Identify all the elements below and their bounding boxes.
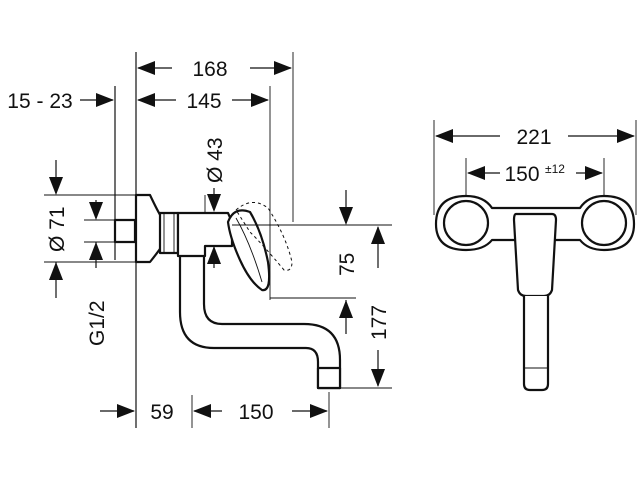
front-spout xyxy=(522,296,550,392)
dimension-15-23: 15 - 23 xyxy=(7,90,114,113)
dimension-145: 145 xyxy=(137,90,269,113)
left-flange xyxy=(442,199,490,247)
front-view: 221 150 ±12 xyxy=(433,120,637,392)
dimension-221: 221 xyxy=(435,126,635,149)
union-nut xyxy=(158,211,180,255)
dim-150-tolerance-label: ±12 xyxy=(545,162,565,176)
dim-150-reach-label: 150 xyxy=(238,401,273,424)
dim-15-23-label: 15 - 23 xyxy=(7,90,72,113)
right-flange xyxy=(580,199,628,247)
dim-168-label: 168 xyxy=(192,58,227,81)
dim-145-label: 145 xyxy=(186,90,221,113)
front-lever xyxy=(512,212,558,298)
dimension-75: 75 xyxy=(336,190,359,334)
dimension-59: 59 xyxy=(100,401,174,424)
dimension-150-reach: 150 xyxy=(193,401,328,424)
dimension-150-centers: 150 ±12 xyxy=(467,162,603,186)
dimension-dia-71: Ø 71 xyxy=(46,160,69,298)
dim-221-label: 221 xyxy=(516,126,551,149)
dimension-177: 177 xyxy=(368,226,391,387)
side-view: 168 145 15 - 23 Ø 43 xyxy=(7,52,392,428)
eccentric-connector xyxy=(113,218,137,244)
dimension-g12: G1/2 xyxy=(86,200,109,346)
dim-177-label: 177 xyxy=(368,305,391,340)
dim-59-label: 59 xyxy=(150,401,173,424)
dim-dia-43-label: Ø 43 xyxy=(204,137,227,183)
lever-detail xyxy=(235,217,263,283)
lever-handle xyxy=(226,209,271,292)
dimension-168: 168 xyxy=(137,58,292,81)
wall-flange xyxy=(134,193,164,264)
dimension-dia-43: Ø 43 xyxy=(204,137,227,268)
dim-g12-label: G1/2 xyxy=(86,300,109,346)
dim-dia-71-label: Ø 71 xyxy=(46,206,69,252)
spout-outlet xyxy=(316,366,342,390)
dim-150-centers-label: 150 xyxy=(504,163,539,186)
lever-raised-position xyxy=(235,202,293,271)
dim-75-label: 75 xyxy=(336,253,359,276)
mixer-body xyxy=(176,211,234,258)
